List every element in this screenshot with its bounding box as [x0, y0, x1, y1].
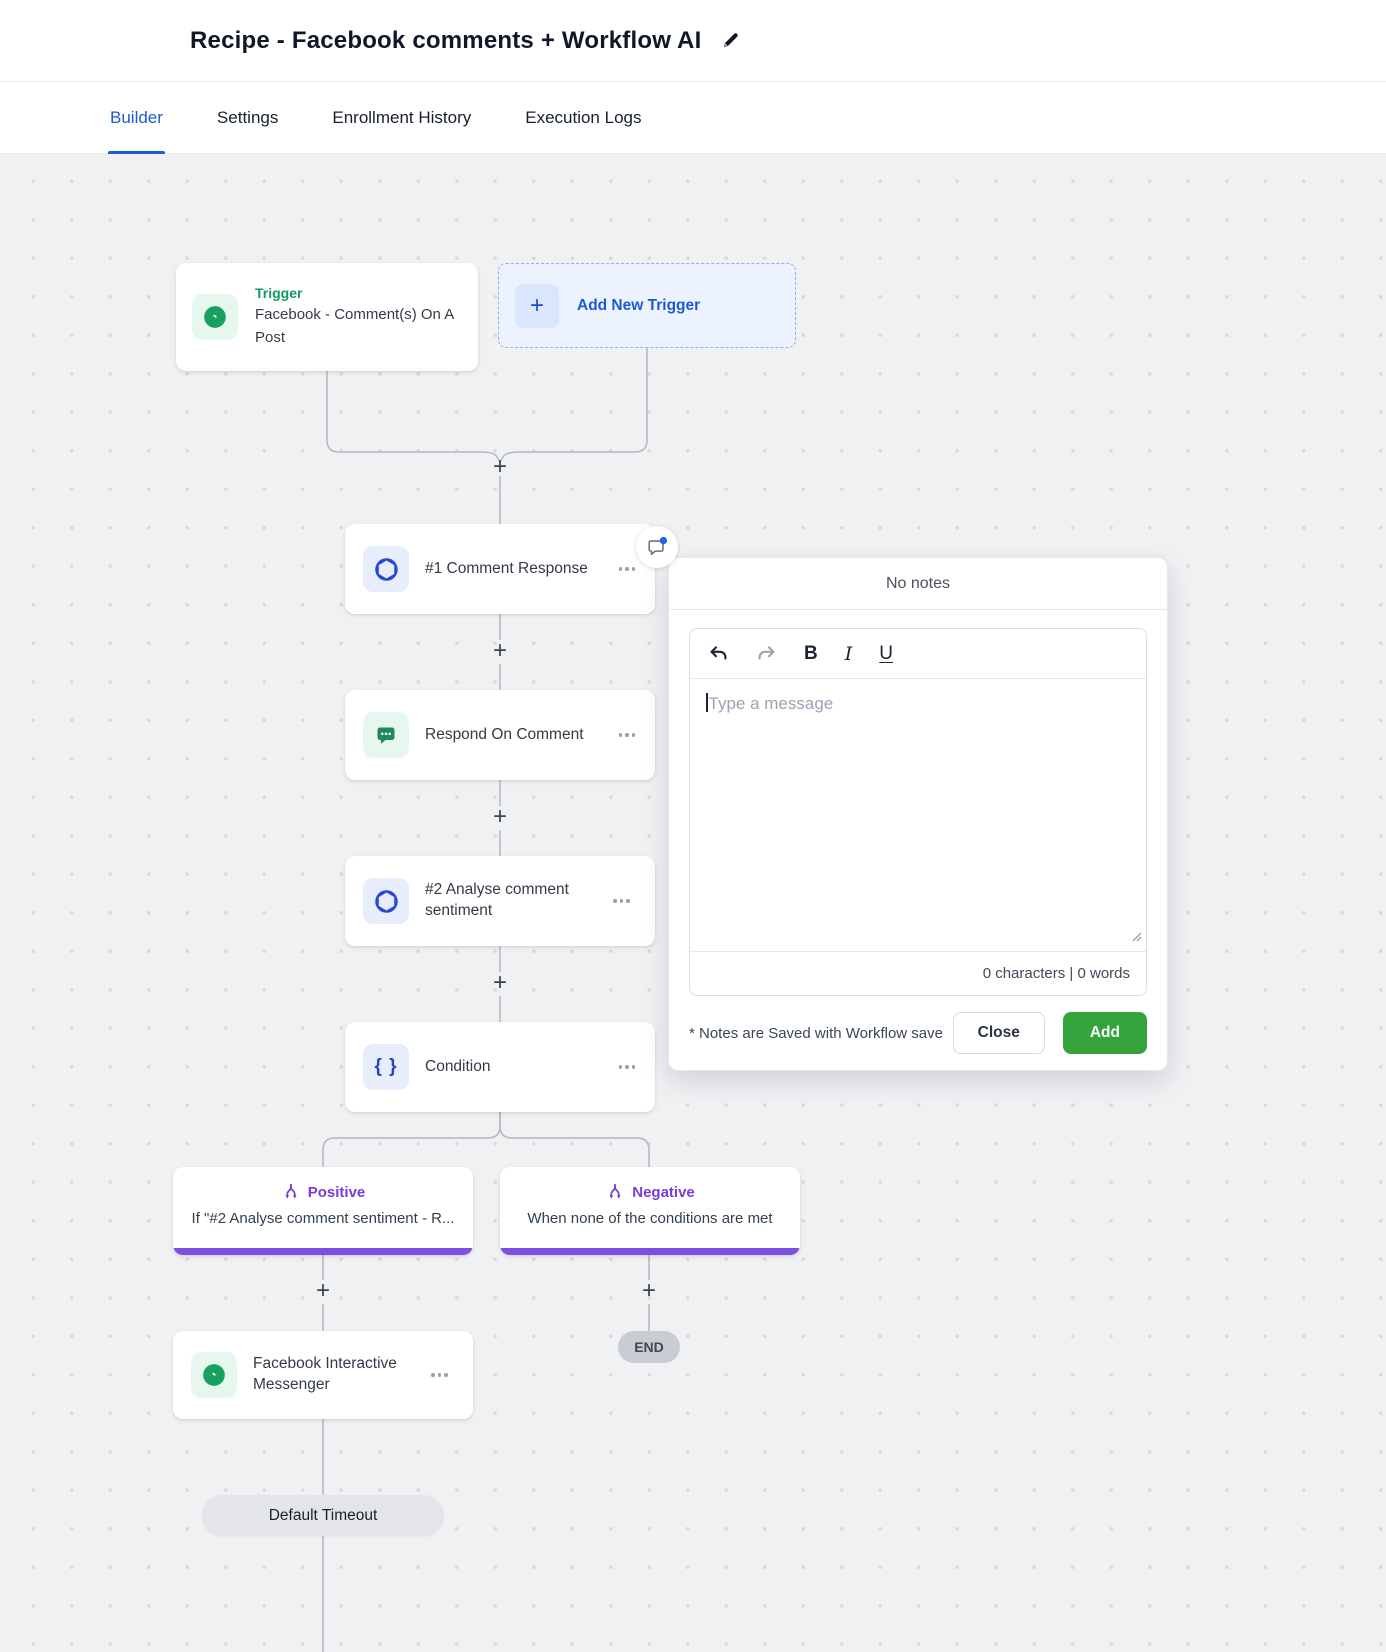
messenger-icon — [192, 294, 238, 340]
branch-icon — [285, 1184, 297, 1199]
node-menu-button[interactable] — [611, 895, 632, 907]
node-facebook-interactive-messenger[interactable]: Facebook Interactive Messenger — [173, 1331, 473, 1419]
branch-label: Positive — [307, 1183, 366, 1201]
node-analyse-sentiment[interactable]: #2 Analyse comment sentiment — [345, 856, 655, 946]
notes-popup: No notes B — [668, 557, 1168, 1071]
chat-dots-icon — [363, 712, 409, 758]
underline-button[interactable]: U — [879, 642, 893, 664]
add-button[interactable]: Add — [1062, 1012, 1147, 1054]
page-title: Recipe - Facebook comments + Workflow AI — [190, 26, 702, 54]
node-title: Condition — [425, 1057, 491, 1075]
trigger-name: Facebook - Comment(s) On A Post — [255, 306, 454, 346]
node-menu-button[interactable] — [429, 1369, 450, 1381]
tab-settings[interactable]: Settings — [217, 82, 278, 154]
note-editor-toolbar: B I U — [690, 629, 1146, 679]
messenger-icon — [191, 1352, 237, 1398]
add-step-button[interactable]: + — [492, 637, 508, 665]
branch-label: Negative — [632, 1183, 695, 1201]
bold-button[interactable]: B — [804, 642, 818, 664]
node-menu-button[interactable] — [617, 563, 638, 575]
tab-builder[interactable]: Builder — [108, 82, 165, 154]
branch-description: When none of the conditions are met — [527, 1210, 773, 1227]
tab-enrollment-history-label: Enrollment History — [332, 107, 472, 127]
resize-grip[interactable] — [1130, 927, 1142, 947]
node-respond-on-comment[interactable]: Respond On Comment — [345, 690, 655, 780]
openai-icon — [363, 878, 409, 924]
openai-icon — [363, 546, 409, 592]
close-button[interactable]: Close — [952, 1012, 1045, 1054]
text-caret — [706, 693, 708, 712]
italic-button[interactable]: I — [844, 642, 853, 665]
add-step-button[interactable]: + — [492, 803, 508, 831]
tab-execution-logs[interactable]: Execution Logs — [525, 82, 641, 154]
add-new-trigger-button[interactable]: + Add New Trigger — [498, 263, 796, 348]
app-header: Recipe - Facebook comments + Workflow AI — [0, 0, 1386, 82]
end-pill: END — [618, 1331, 680, 1363]
add-new-trigger-label: Add New Trigger — [577, 296, 701, 314]
character-word-counter: 0 characters | 0 words — [690, 951, 1146, 995]
tab-enrollment-history[interactable]: Enrollment History — [332, 82, 471, 154]
branch-description: If "#2 Analyse comment sentiment - R... — [191, 1210, 455, 1227]
node-condition[interactable]: { } Condition — [345, 1022, 655, 1112]
tab-execution-logs-label: Execution Logs — [525, 107, 642, 127]
add-step-button[interactable]: + — [492, 969, 508, 997]
node-title: #1 Comment Response — [425, 559, 588, 577]
node-note-bubble-icon[interactable] — [636, 526, 678, 568]
redo-icon[interactable] — [756, 643, 777, 664]
node-title: Facebook Interactive Messenger — [253, 1355, 397, 1393]
trigger-node[interactable]: Trigger Facebook - Comment(s) On A Post — [176, 263, 478, 371]
tab-bar: Builder Settings Enrollment History Exec… — [0, 82, 1386, 154]
notes-popup-title: No notes — [669, 558, 1167, 610]
notes-footnote: * Notes are Saved with Workflow save — [689, 1024, 943, 1042]
tab-settings-label: Settings — [216, 107, 279, 127]
note-editor: B I U Type a message 0 characters | 0 wo… — [689, 628, 1147, 996]
node-title: Respond On Comment — [425, 725, 584, 743]
add-step-button[interactable]: + — [492, 453, 508, 481]
default-timeout-pill: Default Timeout — [202, 1495, 444, 1536]
braces-icon: { } — [363, 1044, 409, 1090]
node-title: #2 Analyse comment sentiment — [425, 881, 569, 919]
add-step-button[interactable]: + — [315, 1277, 331, 1305]
branch-icon — [609, 1184, 621, 1199]
note-message-input[interactable]: Type a message — [690, 679, 1146, 951]
node-menu-button[interactable] — [617, 729, 638, 741]
add-step-button[interactable]: + — [641, 1277, 657, 1305]
node-menu-button[interactable] — [617, 1061, 638, 1073]
workflow-canvas[interactable]: + + + + + + Trigger Facebook - Comment(s… — [0, 154, 1386, 1652]
trigger-badge: Trigger — [255, 285, 303, 301]
plus-icon: + — [515, 283, 559, 328]
edit-title-pencil-icon[interactable] — [721, 31, 740, 50]
branch-negative[interactable]: Negative When none of the conditions are… — [500, 1167, 800, 1255]
node-comment-response[interactable]: #1 Comment Response — [345, 524, 655, 614]
undo-icon[interactable] — [708, 643, 729, 664]
tab-builder-label: Builder — [110, 107, 163, 127]
branch-positive[interactable]: Positive If "#2 Analyse comment sentimen… — [173, 1167, 473, 1255]
note-input-placeholder: Type a message — [708, 694, 834, 713]
